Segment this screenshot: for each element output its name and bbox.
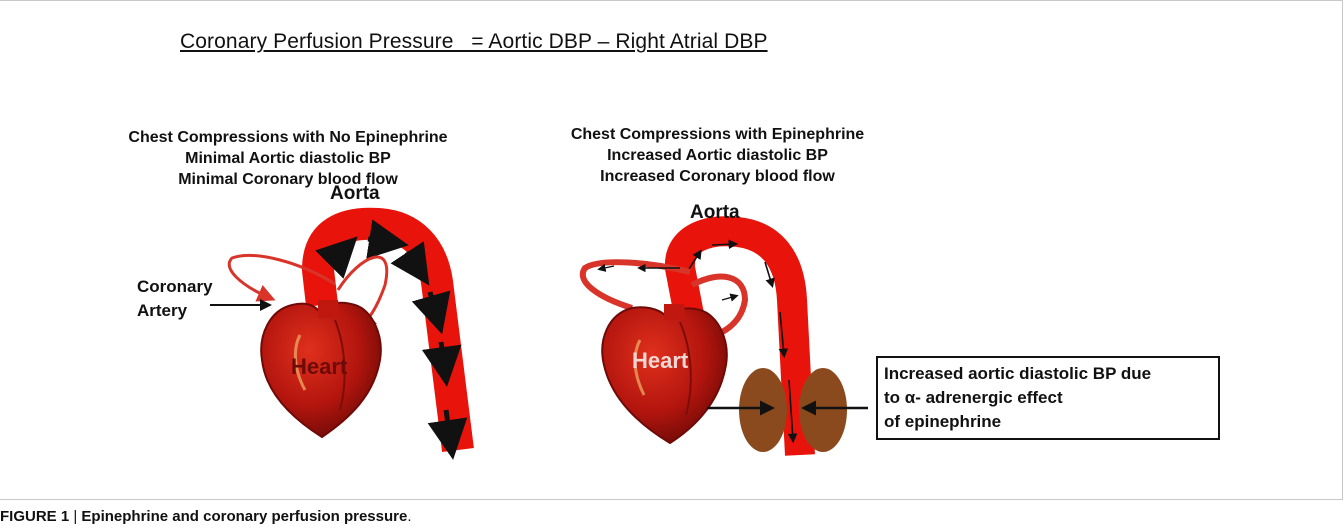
left-heart-label: Heart — [291, 354, 347, 380]
epinephrine-callout-box: Increased aortic diastolic BP due to α- … — [876, 356, 1220, 440]
flow-arrow — [722, 296, 736, 300]
coronary-artery-label: Coronary Artery — [137, 275, 213, 323]
callout-line: of epinephrine — [884, 410, 1212, 434]
callout-line: to α- adrenergic effect — [884, 386, 1212, 410]
coronary-label-line: Coronary — [137, 275, 213, 299]
flow-arrow — [600, 266, 614, 269]
coronary-label-line: Artery — [137, 299, 213, 323]
figure-caption: FIGURE 1 | Epinephrine and coronary perf… — [0, 508, 412, 525]
caption-text: Epinephrine and coronary perfusion press… — [81, 508, 407, 525]
right-adrenal-ellipse — [799, 368, 847, 452]
left-aorta-label: Aorta — [330, 183, 380, 205]
left-adrenal-ellipse — [739, 368, 787, 452]
caption-separator: | — [69, 508, 81, 525]
caption-label: FIGURE 1 — [0, 508, 69, 525]
right-heart-label: Heart — [632, 348, 688, 374]
right-aorta-label: Aorta — [690, 202, 740, 224]
flow-arrow — [712, 244, 735, 245]
caption-end: . — [407, 508, 411, 525]
callout-line: Increased aortic diastolic BP due — [884, 362, 1212, 386]
